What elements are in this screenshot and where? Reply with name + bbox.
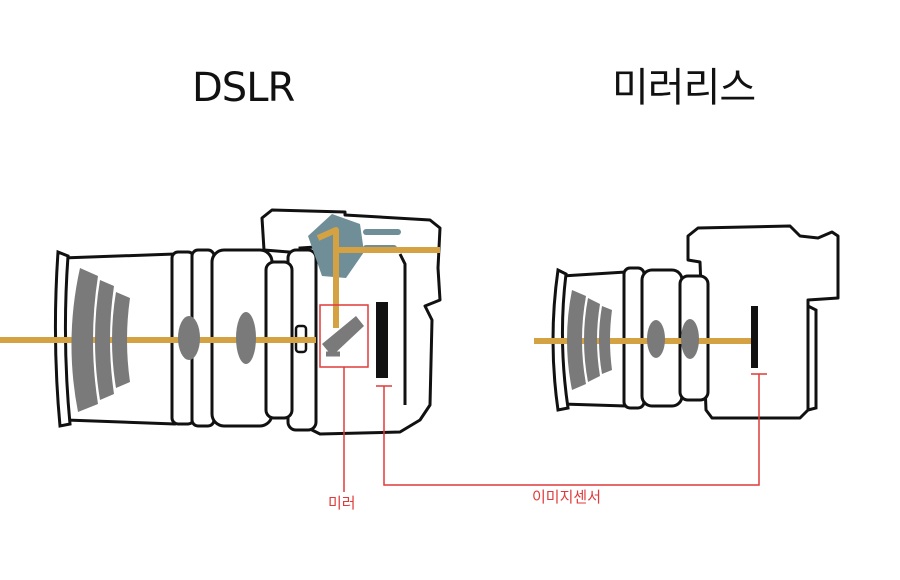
dslr-light-path-vertical xyxy=(316,227,339,328)
dslr-lens-element-4 xyxy=(178,316,200,360)
mirrorless-lens-element-4 xyxy=(647,320,665,358)
mirrorless-lens-element-2 xyxy=(584,298,600,382)
dslr-title: DSLR xyxy=(192,65,295,111)
dslr-lens-element-3 xyxy=(112,292,130,388)
dslr-lens-element-2 xyxy=(95,280,114,400)
mirrorless-lens-element-5 xyxy=(681,319,699,359)
mirrorless-lens-element-3 xyxy=(599,306,612,374)
mirrorless-grip xyxy=(807,304,818,412)
dslr-sensor-bracket xyxy=(376,373,767,486)
mirror-label: 미러 xyxy=(328,494,356,512)
dslr-lens-element-1 xyxy=(71,268,98,412)
dslr-sensor xyxy=(376,302,388,378)
mirrorless-lens-element-1 xyxy=(567,290,586,390)
mirrorless-title: 미러리스 xyxy=(612,65,756,111)
annotation-lines xyxy=(343,367,767,492)
mirrorless-sensor xyxy=(751,306,758,368)
mirrorless-camera xyxy=(534,224,840,420)
dslr-camera xyxy=(0,208,442,436)
dslr-mirror xyxy=(322,316,364,356)
image-sensor-label: 이미지센서 xyxy=(532,488,602,506)
mirrorless-body-outline xyxy=(686,224,840,420)
dslr-lens-element-5 xyxy=(236,312,256,364)
